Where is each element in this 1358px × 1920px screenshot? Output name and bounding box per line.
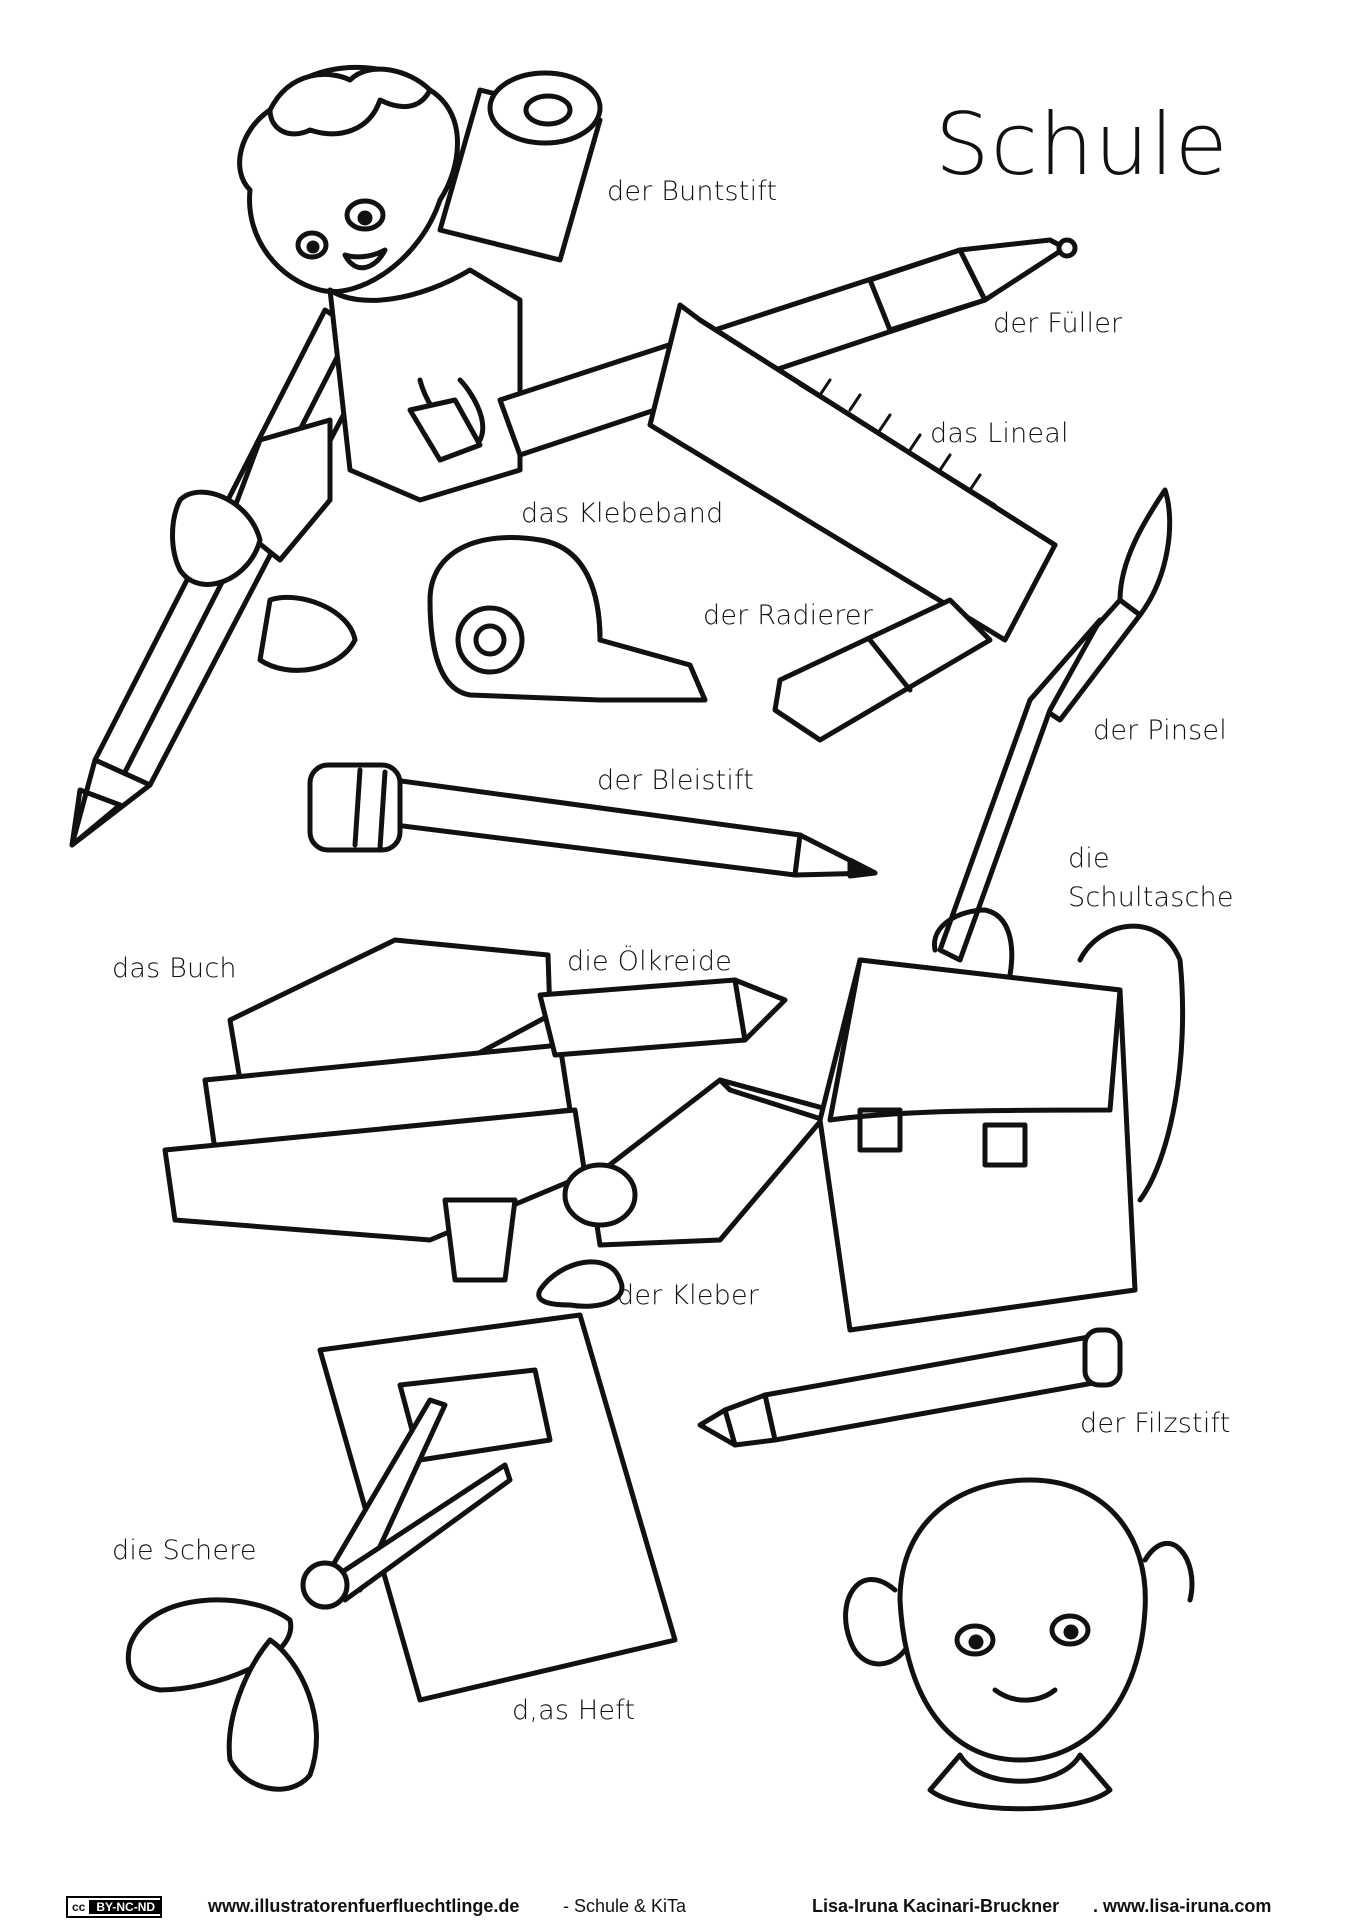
ruler-drawing — [647, 302, 1058, 643]
glue-tube-drawing — [442, 1077, 843, 1309]
page-title: Schule — [935, 95, 1229, 195]
label-schultasche-line2: Schultasche — [1068, 882, 1234, 913]
label-filzstift: der Filzstift — [1080, 1408, 1231, 1439]
label-heft: d,as Heft — [512, 1695, 636, 1726]
label-kleber: der Kleber — [617, 1280, 760, 1311]
pencil-drawing — [307, 762, 878, 879]
felt-pen-drawing — [697, 1327, 1123, 1448]
footer-author-link[interactable]: . www.lisa-iruna.com — [1093, 1896, 1272, 1916]
scissors-drawing — [125, 1397, 513, 1792]
girl-drawing — [843, 1477, 1195, 1812]
label-klebeband: das Klebeband — [521, 498, 724, 529]
label-bleistift: der Bleistift — [597, 765, 755, 796]
footer-site-suffix: - Schule & KiTa — [563, 1896, 687, 1916]
label-schultasche-line1: die — [1068, 843, 1110, 874]
label-radierer: der Radierer — [703, 600, 874, 631]
label-oelkreide: die Ölkreide — [567, 946, 732, 977]
label-buntstift: der Buntstift — [607, 176, 778, 207]
license-badge: cc BY-NC-ND — [66, 1896, 163, 1918]
footer-author: Lisa-Iruna Kacinari-Bruckner — [812, 1896, 1060, 1916]
schoolbag-drawing — [817, 907, 1186, 1333]
footer: cc BY-NC-ND www.illustratorenfuerfluecht… — [0, 1896, 1358, 1920]
tape-dispenser-drawing — [427, 535, 708, 703]
cc-icon: cc — [68, 1900, 92, 1914]
books-drawing — [162, 937, 588, 1243]
label-buch: das Buch — [112, 953, 237, 984]
notebook-drawing — [317, 1312, 678, 1703]
oil-crayon-drawing — [537, 977, 788, 1058]
label-lineal: das Lineal — [930, 418, 1069, 449]
footer-site-link[interactable]: www.illustratorenfuerfluechtlinge.de — [208, 1896, 520, 1916]
boy-drawing — [170, 65, 523, 673]
label-pinsel: der Pinsel — [1093, 715, 1227, 746]
paper-roll-drawing — [437, 70, 603, 263]
paintbrush-drawing — [937, 487, 1173, 963]
label-fueller: der Füller — [993, 308, 1123, 339]
eraser-drawing — [772, 597, 993, 743]
license-text: BY-NC-ND — [91, 1900, 161, 1914]
label-schere: die Schere — [112, 1535, 257, 1566]
